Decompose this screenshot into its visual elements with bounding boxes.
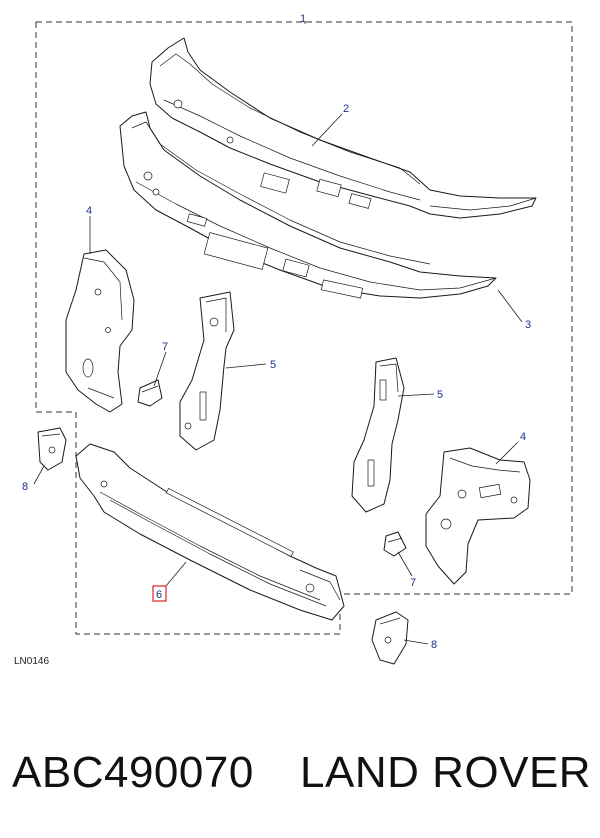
callout-4-left[interactable]: 4: [86, 205, 92, 217]
parts-diagram: 1 2 3 4 4 5 5 6 7 7 8 8 LN0146: [14, 13, 573, 667]
callout-2[interactable]: 2: [343, 103, 349, 115]
callout-7-left[interactable]: 7: [162, 341, 168, 353]
callout-5-left[interactable]: 5: [270, 359, 276, 371]
part-3-lower-panel[interactable]: [119, 111, 497, 299]
callout-8-left[interactable]: 8: [22, 481, 28, 493]
part-7-right-clip[interactable]: [383, 531, 407, 557]
part-8-right-bracket[interactable]: [371, 611, 409, 665]
part-number: ABC490070: [12, 748, 254, 797]
callout-7-right[interactable]: 7: [410, 577, 416, 589]
footer: ABC490070 LAND ROVER: [0, 720, 600, 838]
callout-3[interactable]: 3: [525, 319, 531, 331]
callout-6[interactable]: 6: [156, 589, 162, 601]
diagram-reference-code: LN0146: [14, 656, 49, 667]
part-5-right-support[interactable]: [351, 357, 405, 513]
part-5-left-support[interactable]: [179, 291, 235, 451]
brand-name: LAND ROVER: [300, 748, 592, 797]
callout-6-highlight: [152, 585, 167, 602]
part-4-right-bracket[interactable]: [425, 447, 531, 585]
leader-lines: [33, 22, 523, 645]
part-7-left-clip[interactable]: [137, 379, 163, 407]
callout-5-right[interactable]: 5: [437, 389, 443, 401]
callout-8-right[interactable]: 8: [431, 639, 437, 651]
part-8-left-bracket[interactable]: [37, 427, 67, 471]
callout-4-right[interactable]: 4: [520, 431, 526, 443]
callout-1[interactable]: 1: [300, 13, 306, 25]
part-4-left-bracket[interactable]: [65, 249, 135, 413]
assembly-outline: [35, 21, 573, 635]
part-6-lower-rail[interactable]: [75, 443, 345, 621]
part-2-upper-panel[interactable]: [149, 37, 537, 219]
